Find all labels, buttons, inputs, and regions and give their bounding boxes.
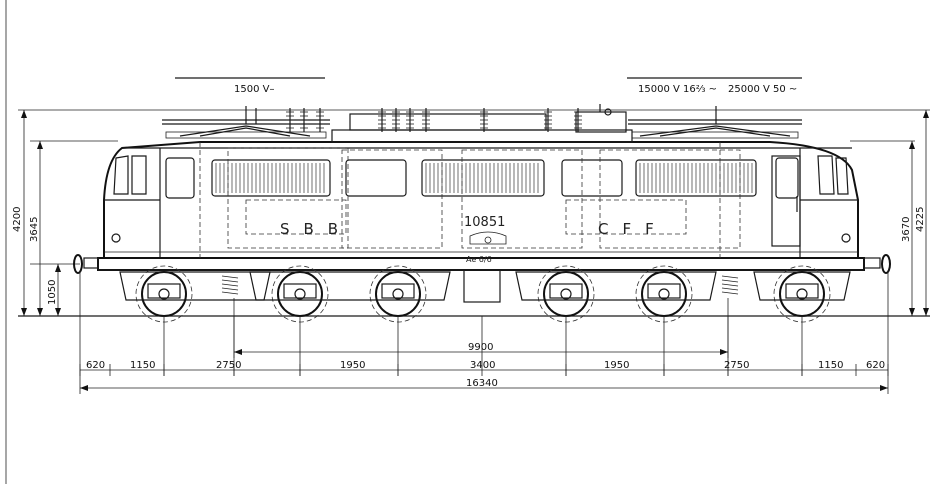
dim-seg-1: 1150 xyxy=(130,360,155,371)
vertical-dimension-right-outer: 4225 xyxy=(915,110,929,316)
voltage-dc-label: 1500 V– xyxy=(234,84,274,95)
dimension-overall: 16340 xyxy=(79,270,889,394)
vertical-dimension-left-outer: 4200 xyxy=(12,110,27,316)
vertical-dimension-buffer: 1050 xyxy=(47,264,61,316)
louvre-window-4 xyxy=(561,159,623,197)
dim-1050: 1050 xyxy=(47,280,58,305)
louvre-window-3 xyxy=(421,159,545,197)
buffer-right xyxy=(863,254,891,274)
lettering-sbb: SBB xyxy=(280,220,352,238)
dim-4225: 4225 xyxy=(915,207,926,232)
louvre-slats xyxy=(215,163,753,193)
louvre-window-2 xyxy=(345,159,407,197)
locomotive-number: 10851 xyxy=(464,215,505,230)
louvre-window-1 xyxy=(211,159,331,197)
vertical-dimension-right-inner: 3670 xyxy=(901,141,915,316)
roof-equipment xyxy=(162,104,802,143)
louvre-window-5 xyxy=(635,159,757,197)
dim-16340: 16340 xyxy=(466,378,498,389)
dim-seg-5: 1950 xyxy=(604,360,629,371)
dim-seg-4: 3400 xyxy=(470,360,495,371)
lettering-cff: CFF xyxy=(598,220,668,238)
dim-seg-3: 1950 xyxy=(340,360,365,371)
class-designation: Ae 6/6 xyxy=(466,255,492,264)
bogies xyxy=(119,265,851,323)
dimension-9900: 9900 xyxy=(233,298,729,358)
roof-insulators xyxy=(286,108,582,132)
dim-3645: 3645 xyxy=(29,217,40,242)
dim-seg-0: 620 xyxy=(86,360,105,371)
emblem xyxy=(469,231,507,245)
dim-seg-6: 2750 xyxy=(724,360,749,371)
dim-seg-2: 2750 xyxy=(216,360,241,371)
vertical-dimension-left-inner: 3645 xyxy=(29,141,43,316)
voltage-ac2-label: 25000 V 50 ~ xyxy=(728,84,797,95)
buffer-left xyxy=(73,254,99,274)
pantograph-left xyxy=(162,106,330,139)
dim-3670: 3670 xyxy=(901,217,912,242)
dim-seg-7: 1150 xyxy=(818,360,843,371)
locomotive-body xyxy=(97,141,865,271)
voltage-caption-left: 1500 V– xyxy=(175,77,325,95)
dim-seg-8: 620 xyxy=(866,360,885,371)
voltage-ac1-label: 15000 V 16⅔ ~ xyxy=(638,84,717,95)
voltage-caption-right: 15000 V 16⅔ ~ 25000 V 50 ~ xyxy=(627,77,802,95)
pantograph-right xyxy=(628,106,802,139)
dim-4200: 4200 xyxy=(12,207,23,232)
dim-9900: 9900 xyxy=(468,342,493,353)
